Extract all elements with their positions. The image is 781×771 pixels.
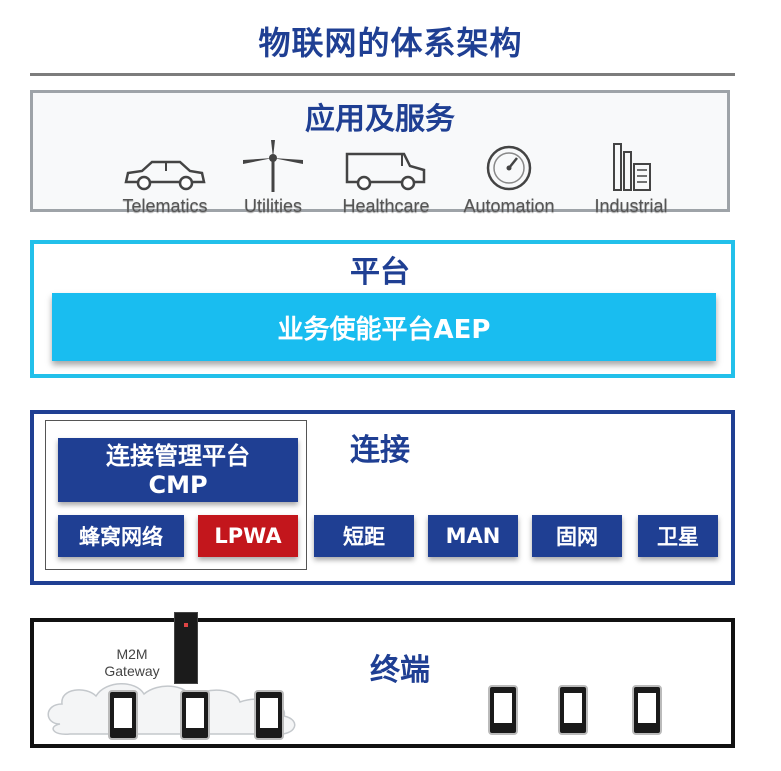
app-label-utilities: Utilities: [243, 196, 302, 216]
platform-layer-box: [30, 240, 735, 378]
app-healthcare: Healthcare: [326, 140, 446, 217]
factory-icon: [571, 140, 691, 192]
gateway-label-line1: M2M: [116, 646, 148, 662]
phone-icon: [180, 690, 210, 740]
chip-lpwa: LPWA: [198, 515, 298, 557]
app-label-automation: Automation: [463, 196, 555, 216]
page-title: 物联网的体系架构: [258, 24, 523, 62]
cmp-label-line1: 连接管理平台: [106, 442, 250, 470]
cmp-group-frame: [45, 420, 307, 570]
app-telematics: Telematics: [105, 140, 225, 217]
gateway-label-line2: Gateway: [104, 663, 160, 679]
gauge-icon: [449, 140, 569, 192]
phone-icon: [108, 690, 138, 740]
cmp-box: 连接管理平台 CMP: [58, 438, 298, 502]
chip-cellular: 蜂窝网络: [58, 515, 184, 557]
phone-icon: [558, 685, 588, 735]
wind-turbine-icon: [213, 140, 333, 192]
platform-layer-title: 平台: [350, 255, 410, 290]
phone-icon: [254, 690, 284, 740]
title-divider: [30, 73, 735, 76]
car-icon: [105, 140, 225, 192]
application-layer-title: 应用及服务: [305, 102, 455, 137]
chip-short-range: 短距: [314, 515, 414, 557]
terminal-layer-title: 终端: [370, 653, 430, 688]
aep-platform-bar: 业务使能平台AEP: [52, 293, 716, 361]
van-icon: [326, 140, 446, 192]
m2m-gateway-device: [174, 612, 198, 684]
app-utilities: Utilities: [213, 140, 333, 217]
gateway-led: [184, 623, 188, 627]
chip-fixed-network: 固网: [532, 515, 622, 557]
gateway-label: M2M Gateway: [92, 646, 172, 680]
app-label-telematics: Telematics: [122, 196, 208, 216]
phone-icon: [488, 685, 518, 735]
connectivity-layer-box: [30, 410, 735, 585]
phone-icon: [632, 685, 662, 735]
app-label-industrial: Industrial: [594, 196, 668, 216]
app-industrial: Industrial: [571, 140, 691, 217]
app-automation: Automation: [449, 140, 569, 217]
chip-man: MAN: [428, 515, 518, 557]
chip-satellite: 卫星: [638, 515, 718, 557]
app-label-healthcare: Healthcare: [342, 196, 430, 216]
connectivity-layer-title: 连接: [350, 433, 410, 468]
cmp-label-line2: CMP: [148, 471, 208, 499]
terminal-layer-box: [30, 618, 735, 748]
